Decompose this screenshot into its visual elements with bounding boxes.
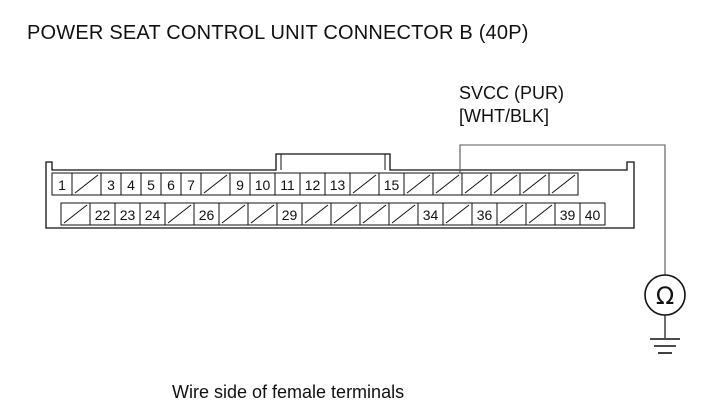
empty-cavity-slash: [435, 174, 460, 194]
terminal-number: 23: [120, 207, 136, 223]
empty-cavity-slash: [551, 174, 576, 194]
empty-cavity-slash: [63, 204, 88, 224]
connector-housing: [45, 153, 635, 229]
empty-cavity-slash: [528, 204, 553, 224]
empty-cavity-slash: [250, 204, 275, 224]
empty-cavity-slash: [493, 174, 518, 194]
diagram-caption: Wire side of female terminals: [172, 382, 405, 402]
terminal-number: 11: [280, 177, 295, 193]
empty-cavity-slash: [406, 174, 431, 194]
terminal-number: 39: [560, 207, 576, 223]
empty-cavity-slash: [304, 204, 329, 224]
terminal-number: 24: [145, 207, 161, 223]
empty-cavity-slash: [445, 204, 470, 224]
terminal-number: 36: [477, 207, 493, 223]
terminal-number: 7: [187, 177, 195, 193]
empty-cavity-slash: [167, 204, 192, 224]
ground-icon: [650, 338, 680, 354]
terminal-number: 40: [585, 207, 601, 223]
terminal-number: 4: [127, 177, 135, 193]
terminal-number: 10: [255, 177, 271, 193]
terminal-number: 5: [147, 177, 155, 193]
terminal-number: 3: [107, 177, 115, 193]
empty-cavity-slash: [464, 174, 489, 194]
empty-cavity-slash: [203, 174, 228, 194]
empty-cavity-slash: [391, 204, 416, 224]
terminal-number: 6: [167, 177, 175, 193]
terminal-number: 26: [199, 207, 215, 223]
empty-cavity-slash: [352, 174, 377, 194]
empty-cavity-slash: [499, 204, 524, 224]
ohm-symbol: Ω: [656, 282, 674, 310]
terminal-number: 34: [423, 207, 439, 223]
empty-cavity-slash: [221, 204, 246, 224]
terminal-number: 29: [282, 207, 298, 223]
connector-title: POWER SEAT CONTROL UNIT CONNECTOR B (40P…: [27, 22, 529, 44]
empty-cavity-slash: [74, 174, 99, 194]
empty-cavity-slash: [333, 204, 358, 224]
empty-cavity-slash: [522, 174, 547, 194]
terminal-number: 15: [384, 177, 400, 193]
signal-alt-color-label: [WHT/BLK]: [459, 106, 550, 126]
terminal-number: 1: [58, 177, 66, 193]
probe-wire: [459, 144, 666, 275]
signal-name-label: SVCC (PUR): [459, 83, 565, 103]
terminal-number: 12: [305, 177, 321, 193]
terminal-cell: [579, 202, 606, 226]
terminal-number: 13: [330, 177, 346, 193]
empty-cavity-slash: [362, 204, 387, 224]
terminal-number: 9: [236, 177, 244, 193]
terminal-number: 22: [95, 207, 111, 223]
terminal-row-2: 22 23 24 26 29 34 36 39 40: [60, 202, 606, 226]
